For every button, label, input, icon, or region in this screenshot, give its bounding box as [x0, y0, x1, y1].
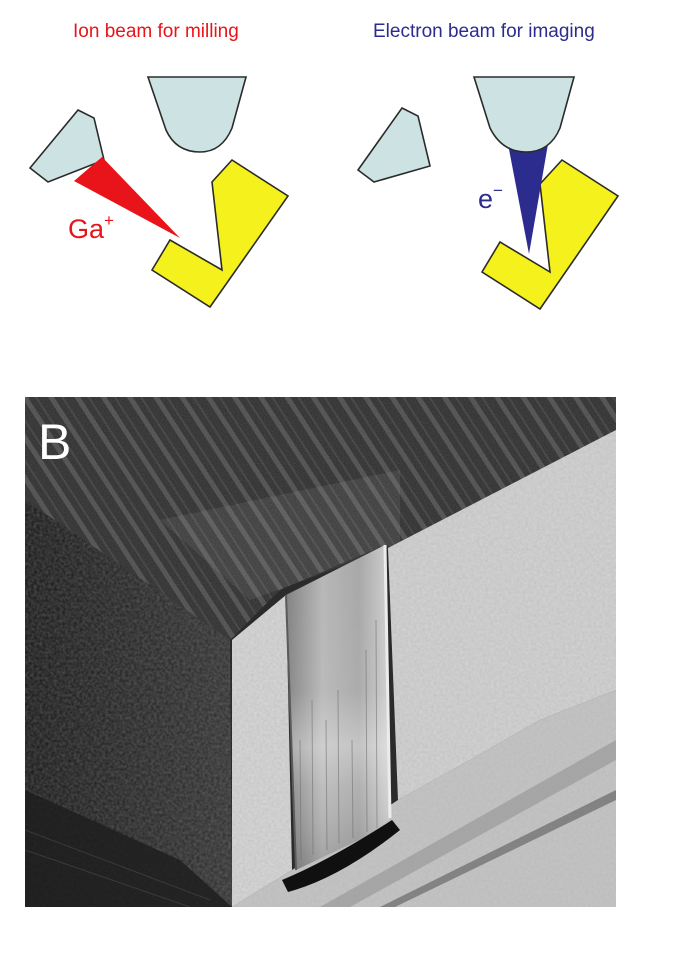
- electron-beam-icon: [508, 144, 548, 254]
- sample-block-icon: [480, 158, 620, 311]
- curtaining-streaks: [299, 619, 378, 861]
- electron-label: e−: [478, 181, 503, 214]
- ion-column-icon: [356, 106, 431, 183]
- sem-imaging-setup: e−: [356, 76, 620, 311]
- electron-beam-caption: Electron beam for imaging: [373, 21, 595, 42]
- fib-milling-setup: Ga+: [28, 76, 290, 309]
- panel-b-letter: B: [38, 414, 71, 470]
- sample-block-icon: [150, 158, 290, 309]
- electron-column-icon: [472, 76, 576, 153]
- gallium-ion-label: Ga+: [68, 211, 114, 244]
- electron-column-icon: [146, 76, 248, 153]
- ion-beam-icon: [74, 157, 180, 238]
- ion-column-icon: [28, 109, 105, 183]
- ion-beam-caption: Ion beam for milling: [73, 21, 239, 42]
- panel-b-micrograph: B: [25, 397, 616, 907]
- panel-a-schematic: Ion beam for milling Electron beam for i…: [28, 21, 620, 311]
